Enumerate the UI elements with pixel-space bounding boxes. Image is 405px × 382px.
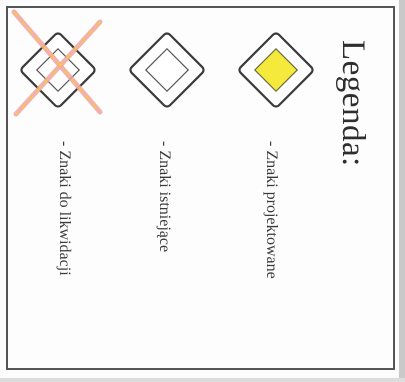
scan-edge-bottom xyxy=(0,378,405,382)
legend-label-to-remove: - Znaki do likwidacji xyxy=(56,141,73,276)
legend-label-existing: - Znaki istniejące xyxy=(156,141,173,253)
scan-edge-right xyxy=(399,0,405,382)
legend-title: Legenda: xyxy=(335,40,371,167)
legend-label-planned: - Znaki projektowane xyxy=(263,141,280,279)
